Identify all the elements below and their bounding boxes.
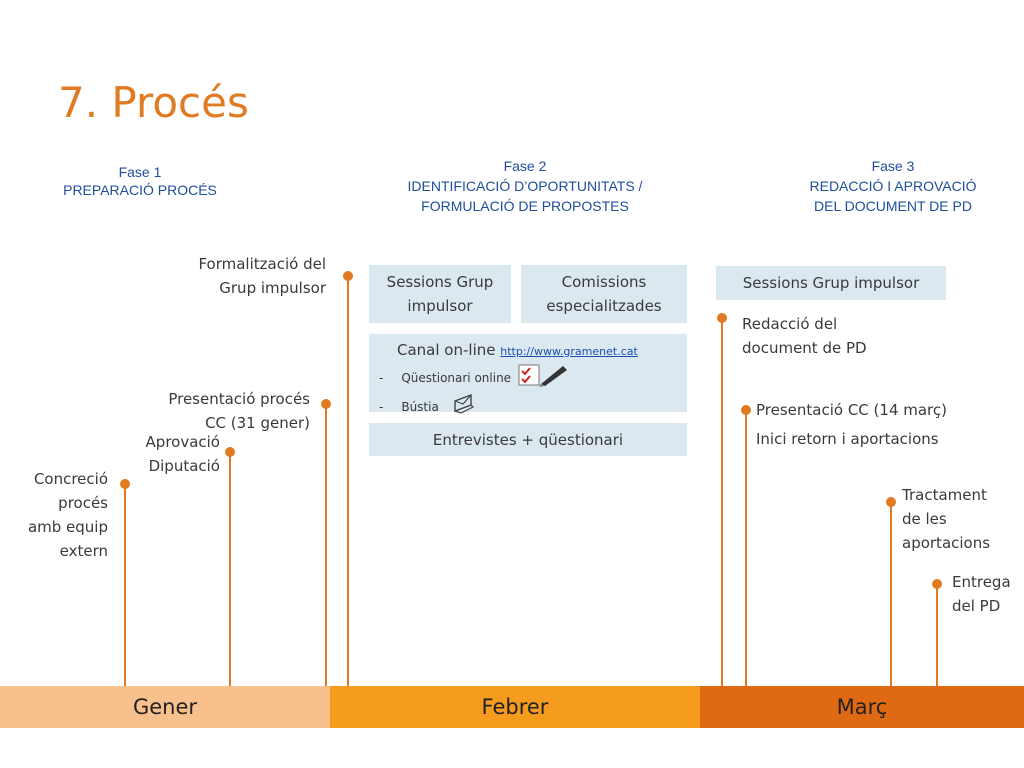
milestone-dot-entrega xyxy=(932,579,942,589)
milestone-line-presentacio-proces xyxy=(325,404,327,686)
canal-item-label: Qüestionari online xyxy=(401,370,512,385)
activity-box-sessions-grup-impulsor-2: Sessions Grup impulsor xyxy=(716,266,946,300)
phase-1-header: Fase 1 PREPARACIÓ PROCÉS xyxy=(40,162,240,200)
phase-2-name-line1: IDENTIFICACIÓ D’OPORTUNITATS / xyxy=(407,178,643,194)
activity-box-comissions: Comissions especialitzades xyxy=(521,265,687,323)
canal-link[interactable]: http://www.gramenet.cat xyxy=(500,345,638,358)
milestone-text: de les xyxy=(902,510,947,528)
bullet-dash: - xyxy=(379,399,384,414)
month-label: Gener xyxy=(132,695,198,719)
box-text: Sessions Grup xyxy=(386,273,494,291)
box-text: especialitzades xyxy=(546,297,662,315)
canal-title: Canal on-line xyxy=(397,341,496,359)
milestone-text: Grup impulsor xyxy=(219,279,326,297)
milestone-text: amb equip xyxy=(27,518,108,536)
milestone-line-aprovacio xyxy=(229,452,231,686)
milestone-text: Redacció del xyxy=(742,315,838,333)
milestone-dot-presentacio-cc xyxy=(741,405,751,415)
box-text: Comissions xyxy=(561,273,647,291)
milestone-label-presentacio-proces: Presentació procés CC (31 gener) xyxy=(120,387,310,435)
milestone-label-aprovacio: Aprovació Diputació xyxy=(100,430,220,478)
activity-box-entrevistes: Entrevistes + qüestionari xyxy=(369,423,687,456)
milestone-text: Presentació procés xyxy=(168,390,310,408)
milestone-text: Entrega xyxy=(952,573,1011,591)
phase-3-name-line1: REDACCIÓ I APROVACIÓ xyxy=(809,178,977,194)
milestone-text: Formalització del xyxy=(198,255,326,273)
phase-2-header: Fase 2 IDENTIFICACIÓ D’OPORTUNITATS / FO… xyxy=(370,156,680,216)
milestone-label-inici-retorn: Inici retorn i aportacions xyxy=(756,430,939,448)
activity-box-sessions-grup-impulsor: Sessions Grup impulsor xyxy=(369,265,511,323)
phase-1-name: PREPARACIÓ PROCÉS xyxy=(63,182,217,198)
milestone-line-entrega xyxy=(936,584,938,686)
bullet-dash: - xyxy=(379,370,384,385)
month-label: Febrer xyxy=(481,695,549,719)
activity-box-canal-online: Canal on-line http://www.gramenet.cat - … xyxy=(369,334,687,414)
milestone-line-presentacio-cc xyxy=(745,410,747,686)
milestone-label-redaccio: Redacció del document de PD xyxy=(742,312,942,360)
milestone-text: aportacions xyxy=(902,534,991,552)
phase-3-number: Fase 3 xyxy=(871,158,915,174)
milestone-dot-formalitzacio xyxy=(343,271,353,281)
milestone-text: procés xyxy=(58,494,108,512)
milestone-text: Diputació xyxy=(148,457,220,475)
envelope-icon xyxy=(451,393,477,420)
milestone-text: del PD xyxy=(952,597,1001,615)
phase-1-number: Fase 1 xyxy=(118,164,162,180)
milestone-text: Concreció xyxy=(33,470,108,488)
box-text: impulsor xyxy=(407,297,473,315)
canal-item-bustia: - Bústia xyxy=(379,393,687,420)
milestone-label-entrega: Entrega del PD xyxy=(952,570,1022,618)
milestone-dot-concrecio xyxy=(120,479,130,489)
phase-3-header: Fase 3 REDACCIÓ I APROVACIÓ DEL DOCUMENT… xyxy=(783,156,1003,216)
canal-item-label: Bústia xyxy=(401,399,439,414)
milestone-dot-aprovacio xyxy=(225,447,235,457)
milestone-label-formalitzacio: Formalització del Grup impulsor xyxy=(150,252,326,300)
milestone-text: CC (31 gener) xyxy=(205,414,310,432)
canal-item-questionari: - Qüestionari online xyxy=(379,362,687,393)
page-title: 7. Procés xyxy=(58,78,249,127)
milestone-dot-redaccio xyxy=(717,313,727,323)
milestone-text: document de PD xyxy=(742,339,867,357)
milestone-line-redaccio xyxy=(721,318,723,686)
milestone-label-tractament: Tractament de les aportacions xyxy=(902,483,1012,555)
month-febrer: Febrer xyxy=(330,686,700,728)
milestone-text: Aprovació xyxy=(145,433,220,451)
milestone-dot-presentacio-proces xyxy=(321,399,331,409)
phase-2-number: Fase 2 xyxy=(503,158,547,174)
milestone-line-concrecio xyxy=(124,484,126,686)
milestone-line-formalitzacio xyxy=(347,276,349,686)
checklist-pen-icon xyxy=(517,362,569,393)
milestone-text: Tractament xyxy=(902,486,987,504)
milestone-dot-tractament xyxy=(886,497,896,507)
month-marc: Març xyxy=(700,686,1024,728)
milestone-label-presentacio-cc: Presentació CC (14 març) xyxy=(756,401,947,419)
milestone-text: extern xyxy=(59,542,108,560)
phase-2-name-line2: FORMULACIÓ DE PROPOSTES xyxy=(421,198,629,214)
milestone-label-concrecio: Concreció procés amb equip extern xyxy=(0,467,108,563)
month-label: Març xyxy=(836,695,888,719)
milestone-line-tractament xyxy=(890,502,892,686)
month-gener: Gener xyxy=(0,686,330,728)
phase-3-name-line2: DEL DOCUMENT DE PD xyxy=(814,198,972,214)
